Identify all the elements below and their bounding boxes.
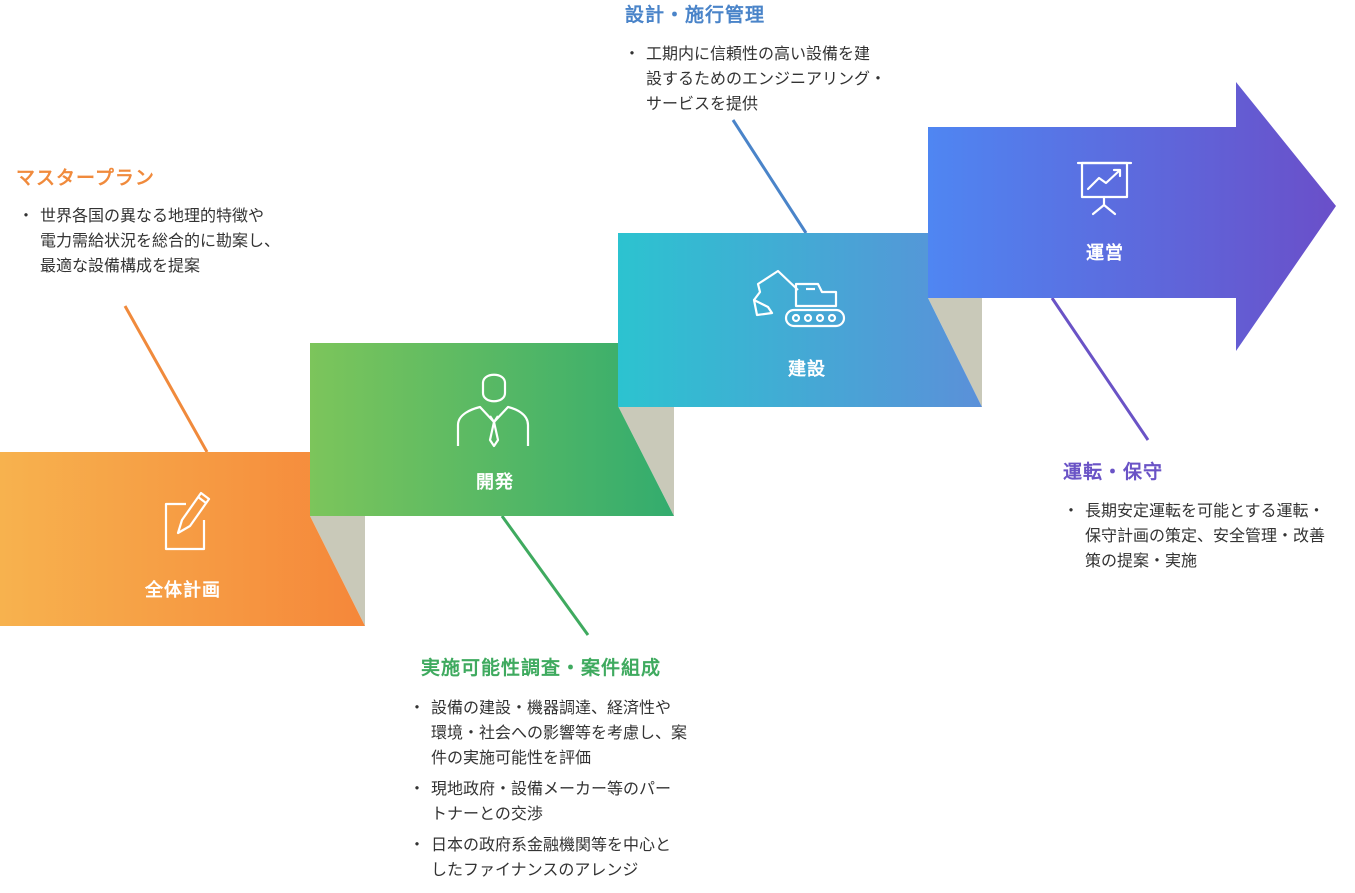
list-item: ・現地政府・設備メーカー等のパー トナーとの交渉 [409, 776, 729, 826]
stage-label-planning: 全体計画 [145, 580, 221, 601]
bullet-text: 工期内に信頼性の高い設備を建 設するためのエンジニアリング・ サービスを提供 [646, 44, 887, 113]
bullet-text: 現地政府・設備メーカー等のパー トナーとの交渉 [431, 779, 672, 823]
bullet-text: 世界各国の異なる地理的特徴や 電力需給状況を総合的に勘案し、 最適な設備構成を提… [40, 206, 281, 275]
bullet-dot: ・ [409, 779, 426, 798]
list-item: ・世界各国の異なる地理的特徴や 電力需給状況を総合的に勘案し、 最適な設備構成を… [18, 203, 328, 278]
stage-block-construction [618, 233, 982, 407]
maintenance-bullets: ・長期安定運転を可能とする運転・ 保守計画の策定、安全管理・改善 策の提案・実施 [1063, 498, 1353, 579]
feasibility-bullets: ・設備の建設・機器調達、経済性や 環境・社会への影響等を考慮し、案 件の実施可能… [409, 695, 729, 888]
bullet-dot: ・ [18, 206, 35, 225]
pencil-note-icon [164, 491, 211, 551]
stage-label-operation: 運営 [1086, 243, 1124, 264]
list-item: ・工期内に信頼性の高い設備を建 設するためのエンジニアリング・ サービスを提供 [624, 41, 934, 116]
stage-label-development: 開発 [476, 472, 514, 493]
masterplan-bullets: ・世界各国の異なる地理的特徴や 電力需給状況を総合的に勘案し、 最適な設備構成を… [18, 203, 328, 284]
bullet-dot: ・ [409, 835, 426, 854]
design-connector [731, 119, 808, 234]
presentation-chart-icon [1076, 161, 1133, 216]
bullet-dot: ・ [624, 44, 641, 63]
bullet-text: 設備の建設・機器調達、経済性や 環境・社会への影響等を考慮し、案 件の実施可能性… [431, 698, 688, 767]
list-item: ・日本の政府系金融機関等を中心と したファイナンスのアレンジ [409, 832, 729, 882]
design-title: 設計・施行管理 [625, 4, 766, 26]
bullet-dot: ・ [1063, 501, 1080, 520]
masterplan-title: マスタープラン [16, 167, 155, 189]
design-bullets: ・工期内に信頼性の高い設備を建 設するためのエンジニアリング・ サービスを提供 [624, 41, 934, 122]
maintenance-title: 運転・保守 [1063, 461, 1164, 483]
feasibility-title: 実施可能性調査・案件組成 [421, 657, 662, 679]
maintenance-connector [1050, 297, 1150, 441]
list-item: ・長期安定運転を可能とする運転・ 保守計画の策定、安全管理・改善 策の提案・実施 [1063, 498, 1353, 573]
businessman-icon [456, 373, 530, 448]
bullet-text: 日本の政府系金融機関等を中心と したファイナンスのアレンジ [431, 835, 672, 879]
excavator-icon [752, 269, 846, 328]
feasibility-connector [500, 515, 590, 636]
bullet-dot: ・ [409, 698, 426, 717]
masterplan-connector [123, 305, 209, 453]
stage-block-operation [928, 82, 1336, 351]
list-item: ・設備の建設・機器調達、経済性や 環境・社会への影響等を考慮し、案 件の実施可能… [409, 695, 729, 770]
stage-block-planning [0, 452, 365, 626]
stage-label-construction: 建設 [788, 359, 826, 380]
bullet-text: 長期安定運転を可能とする運転・ 保守計画の策定、安全管理・改善 策の提案・実施 [1085, 501, 1326, 570]
